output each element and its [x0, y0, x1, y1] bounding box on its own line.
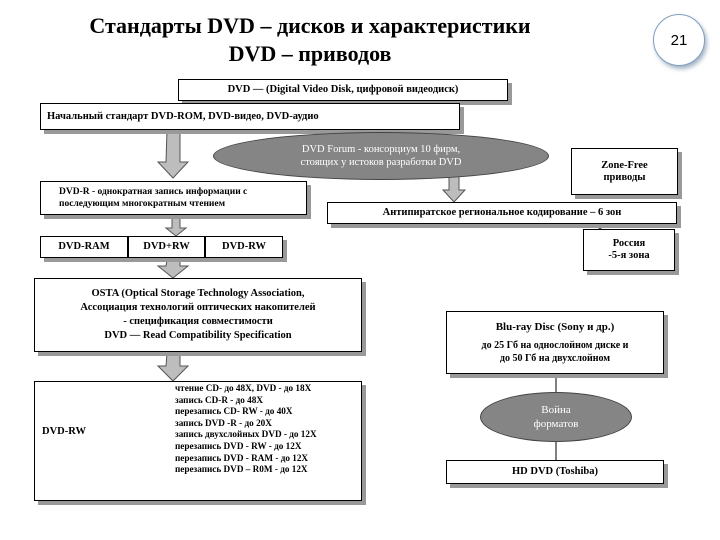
dvd-rw-specs-list: чтение CD- до 48X, DVD - до 18X запись C… — [175, 383, 317, 476]
dvd-ram-box: DVD-RAM — [40, 236, 128, 258]
dvd-rw-spec-item: перезапись DVD - RAM - до 12X — [175, 452, 309, 463]
zone-free-box: Zone-Free приводы — [571, 148, 678, 195]
russia-zone-box: Россия -5-я зона — [583, 229, 675, 271]
dvd-rw-spec-item: перезапись DVD - RW - до 12X — [175, 440, 302, 451]
zone-free-line-2: приводы — [603, 171, 646, 183]
dvd-rw-spec-item: запись двухслойных DVD - до 12X — [175, 429, 317, 440]
dvd-rw-spec-item: запись DVD -R - до 20X — [175, 417, 272, 428]
dvd-plus-rw-text: DVD+RW — [143, 241, 190, 252]
dvd-r-line-1: DVD-R - однократная запись информации с — [59, 187, 248, 197]
dvd-ram-text: DVD-RAM — [58, 241, 110, 252]
initial-standard-text: Начальный стандарт DVD-ROM, DVD-видео, D… — [47, 110, 319, 122]
dvd-r-box: DVD-R - однократная запись информации с … — [40, 181, 307, 215]
dvd-rw-spec-item: перезапись CD- RW - до 40X — [175, 406, 293, 417]
initial-standard-box: Начальный стандарт DVD-ROM, DVD-видео, D… — [40, 103, 460, 130]
dvd-rw-text: DVD-RW — [222, 241, 266, 252]
dvd-forum-line-2: стоящих у истоков разработки DVD — [300, 157, 462, 168]
osta-line-2: Ассоциация технологий оптических накопит… — [80, 302, 316, 313]
block-arrow-formats-to-osta — [156, 259, 190, 279]
block-arrow-initial-to-dvdr — [156, 129, 190, 179]
block-arrow-forum-to-antipiracy — [441, 174, 467, 203]
block-arrow-to-format-row — [164, 215, 188, 237]
format-war-ellipse: Война форматов — [480, 392, 632, 442]
dvd-forum-line-1: DVD Forum - консорциум 10 фирм, — [301, 144, 461, 155]
zone-free-line-1: Zone-Free — [601, 159, 648, 171]
dvd-rw-spec-item: перезапись DVD – R0M - до 12X — [175, 464, 308, 475]
antipiracy-text: Антипиратское региональное кодирование –… — [382, 207, 622, 218]
osta-line-4: DVD — Read Compatibility Specification — [104, 330, 292, 341]
bluray-line-2: до 50 Гб на двухслойном — [499, 352, 611, 364]
osta-line-3: - спецификация совместимости — [123, 316, 273, 327]
block-arrow-osta-to-specs — [156, 352, 190, 382]
hd-dvd-box: HD DVD (Toshiba) — [446, 460, 664, 484]
slide-title: Стандарты DVD – дисков и характеристики … — [30, 12, 590, 68]
dvd-plus-rw-box: DVD+RW — [128, 236, 205, 258]
format-war-line-2: форматов — [533, 418, 579, 430]
dvd-definition-box: DVD — (Digital Video Disk, цифровой виде… — [178, 79, 508, 101]
format-war-line-1: Война — [541, 404, 571, 416]
dvd-rw-specs-label: DVD-RW — [42, 426, 86, 437]
hd-dvd-text: HD DVD (Toshiba) — [512, 466, 598, 477]
osta-line-1: OSTA (Optical Storage Technology Associa… — [91, 288, 305, 299]
dvd-r-line-2: последующим многократным чтением — [59, 199, 226, 209]
antipiracy-box: Антипиратское региональное кодирование –… — [327, 202, 677, 224]
dvd-forum-ellipse: DVD Forum - консорциум 10 фирм, стоящих … — [213, 132, 549, 180]
osta-box: OSTA (Optical Storage Technology Associa… — [34, 278, 362, 352]
dvd-definition-text: DVD — (Digital Video Disk, цифровой виде… — [227, 84, 459, 95]
bluray-line-1: до 25 Гб на однослойном диске и — [481, 339, 629, 351]
dvd-rw-spec-item: чтение CD- до 48X, DVD - до 18X — [175, 383, 312, 393]
dvd-rw-box: DVD-RW — [205, 236, 283, 258]
page-number-badge: 21 — [653, 14, 705, 66]
dvd-rw-specs-box — [34, 381, 362, 501]
slide-title-line-1: Стандарты DVD – дисков и характеристики — [89, 13, 531, 38]
russia-zone-line-1: Россия — [612, 238, 646, 249]
slide-title-line-2: DVD – приводов — [228, 41, 392, 66]
dvd-rw-spec-item: запись CD-R - до 48X — [175, 394, 263, 405]
bluray-box: Blu-ray Disc (Sony и др.) до 25 Гб на од… — [446, 311, 664, 374]
russia-zone-line-2: -5-я зона — [608, 250, 650, 261]
bluray-title: Blu-ray Disc (Sony и др.) — [495, 320, 615, 333]
